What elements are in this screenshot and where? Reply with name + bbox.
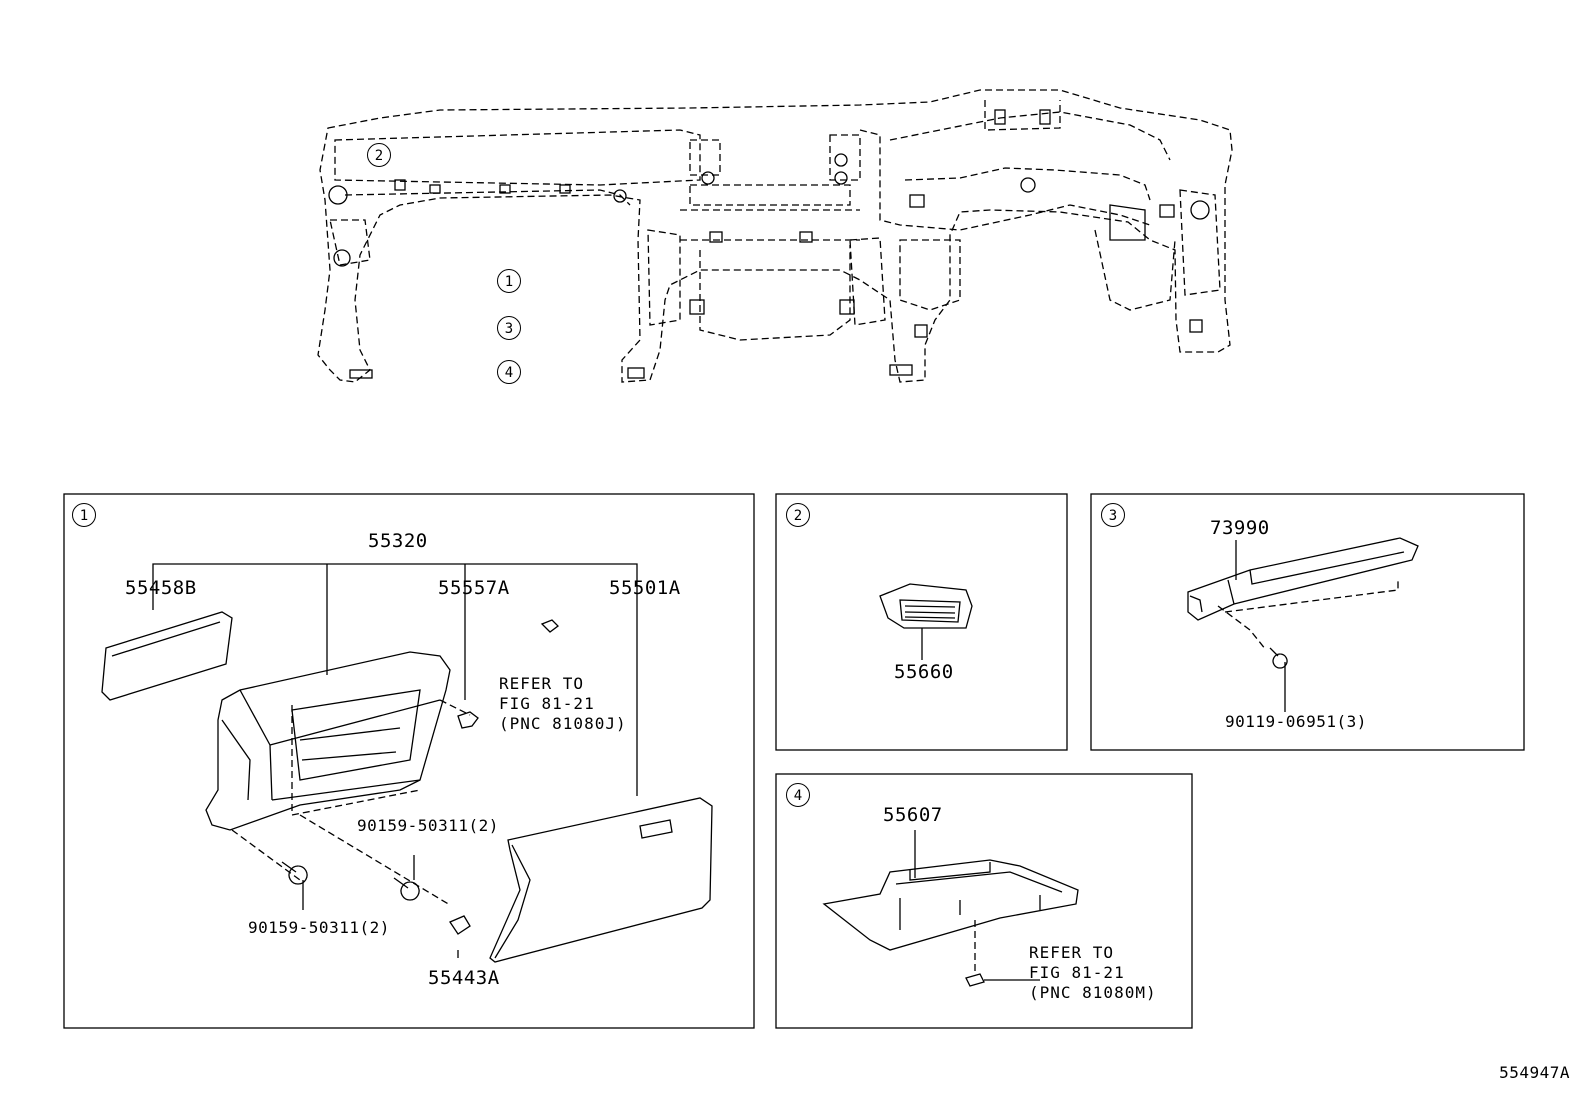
panel-3-border bbox=[1090, 493, 1525, 751]
overview-callout-4: 4 bbox=[497, 360, 521, 384]
clip-part bbox=[540, 619, 559, 633]
part-number-55557A: 55557A bbox=[438, 577, 510, 599]
overview-details bbox=[328, 109, 1210, 379]
screw-parts bbox=[281, 861, 420, 901]
part-number-55607: 55607 bbox=[883, 804, 943, 826]
knee-airbag-part bbox=[1187, 537, 1419, 669]
part-number-55320: 55320 bbox=[368, 530, 428, 552]
panel-2-border bbox=[775, 493, 1068, 751]
figure-code: 554947A bbox=[1499, 1063, 1570, 1082]
part-number-screw-right: 90159-50311(2) bbox=[357, 816, 499, 835]
part-number-90119-06951: 90119-06951(3) bbox=[1225, 712, 1367, 731]
panel-4-leaders bbox=[914, 830, 1040, 981]
panel-1-number: 1 bbox=[72, 503, 96, 527]
refer-note-81080M: REFER TO FIG 81-21 (PNC 81080M) bbox=[1029, 943, 1157, 1002]
panel-3-leaders bbox=[1235, 540, 1286, 712]
panel-1-leaders bbox=[152, 563, 638, 958]
part-number-screw-left: 90159-50311(2) bbox=[248, 918, 390, 937]
glove-box-housing bbox=[205, 651, 471, 906]
cushion-part bbox=[449, 915, 471, 935]
panel-1-border bbox=[63, 493, 755, 1029]
overview-callout-1: 1 bbox=[497, 269, 521, 293]
part-number-55443A: 55443A bbox=[428, 967, 500, 989]
register-part bbox=[879, 583, 973, 629]
part-number-55458B: 55458B bbox=[125, 577, 197, 599]
panel-4-border bbox=[775, 773, 1193, 1029]
under-cover-part bbox=[822, 859, 1079, 987]
panel-3-number: 3 bbox=[1101, 503, 1125, 527]
stopper-part bbox=[457, 711, 479, 729]
panel-2-number: 2 bbox=[786, 503, 810, 527]
glove-box-door bbox=[489, 797, 713, 963]
damper-part bbox=[101, 611, 233, 701]
part-number-55501A: 55501A bbox=[609, 577, 681, 599]
instrument-panel-overview bbox=[317, 89, 1233, 383]
refer-note-81080J: REFER TO FIG 81-21 (PNC 81080J) bbox=[499, 674, 627, 733]
panel-4-number: 4 bbox=[786, 783, 810, 807]
part-number-73990: 73990 bbox=[1210, 517, 1270, 539]
overview-callout-2: 2 bbox=[367, 143, 391, 167]
overview-callout-3: 3 bbox=[497, 316, 521, 340]
part-number-55660: 55660 bbox=[894, 661, 954, 683]
